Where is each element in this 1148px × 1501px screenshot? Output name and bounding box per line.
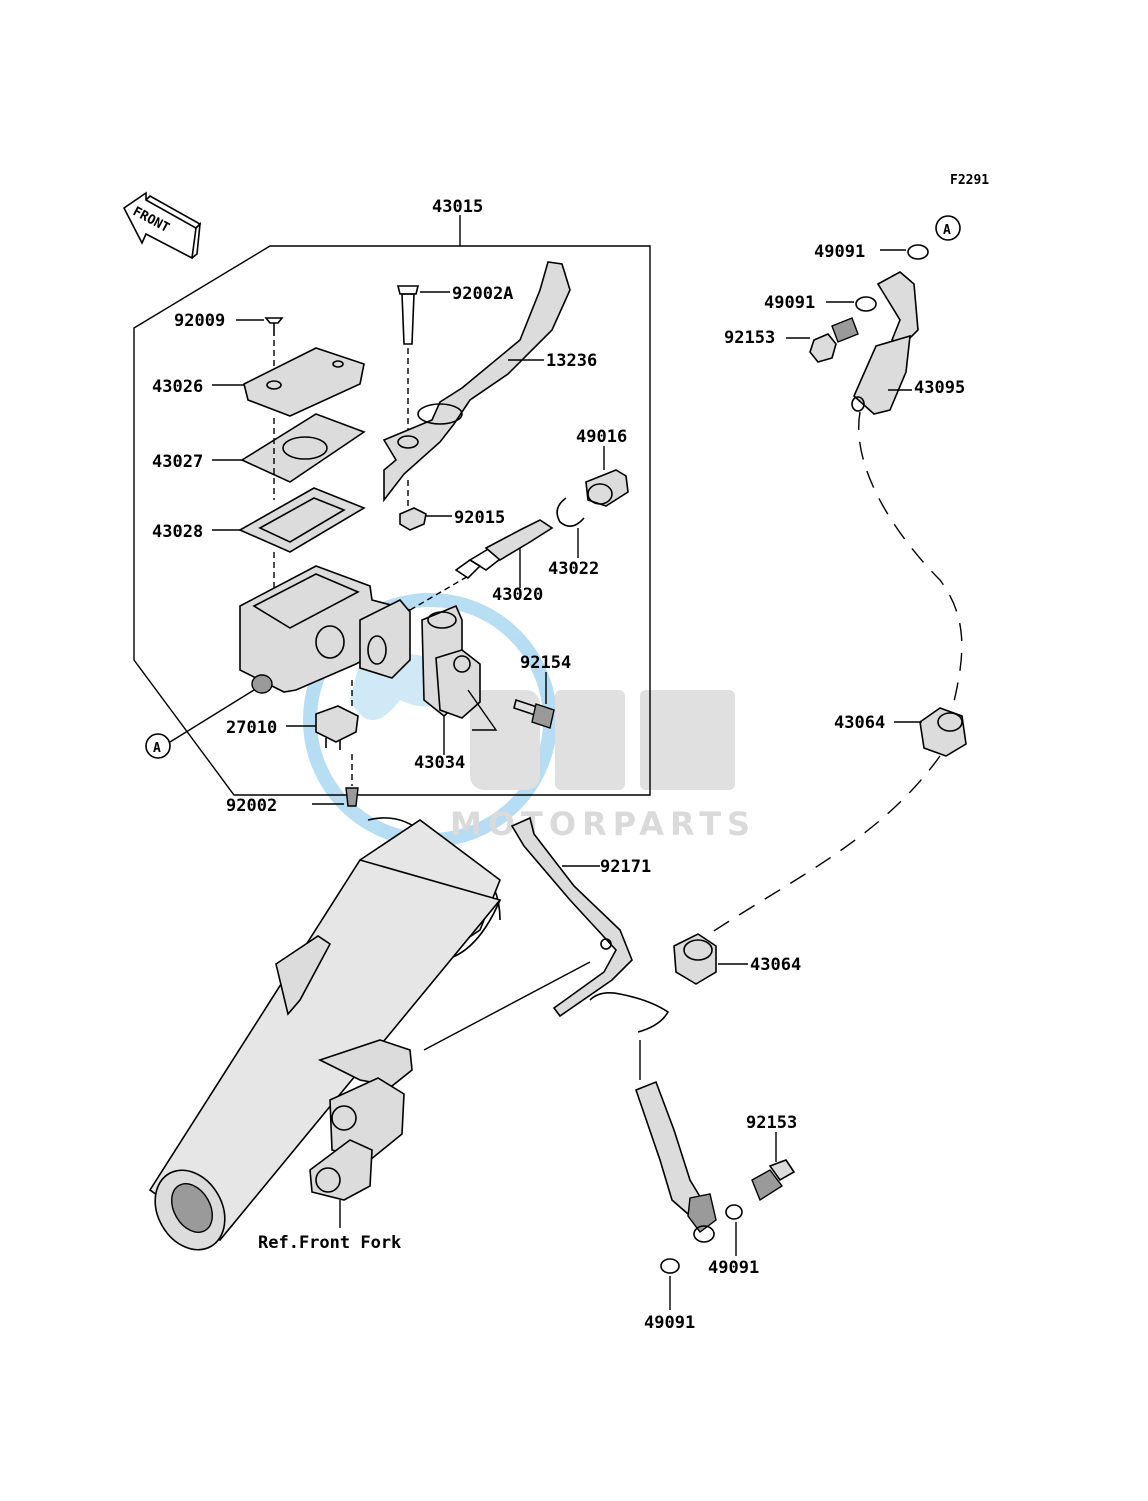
label-43027: 43027	[152, 452, 203, 472]
label-43028: 43028	[152, 522, 203, 542]
label-92002A: 92002A	[452, 284, 513, 304]
label-49091-b: 49091	[764, 293, 815, 313]
label-92153-b: 92153	[746, 1113, 797, 1133]
circlip-43022-icon	[556, 497, 585, 558]
bolt-92002A-icon	[396, 285, 450, 430]
label-92171: 92171	[600, 857, 651, 877]
label-49091-c: 49091	[708, 1258, 759, 1278]
label-43020: 43020	[492, 585, 543, 605]
label-43026: 43026	[152, 377, 203, 397]
label-43022: 43022	[548, 559, 599, 579]
hose-lower-icon	[634, 1040, 717, 1243]
label-43064-b: 43064	[750, 955, 801, 975]
lever-13236-icon	[382, 261, 571, 503]
label-92153-a: 92153	[724, 328, 775, 348]
label-92009: 92009	[174, 311, 225, 331]
assembly-frame	[133, 215, 651, 796]
grommet-43064-upper-icon	[699, 707, 967, 941]
ref-a-left	[145, 689, 255, 759]
ref-a-right-label: A	[943, 223, 951, 238]
screw-92002-icon	[312, 754, 359, 807]
washer-49091-second-icon	[826, 296, 877, 312]
ref-front-fork-label: Ref.Front Fork	[258, 1233, 401, 1253]
boot-49016-icon	[585, 446, 629, 507]
screw-92009-icon	[236, 317, 284, 368]
label-43064-a: 43064	[834, 713, 885, 733]
front-arrow-icon: FRONT	[122, 191, 202, 260]
label-13236: 13236	[546, 351, 597, 371]
ref-a-right	[935, 215, 961, 241]
figure-code: F2291	[950, 173, 989, 188]
hose-43095-icon	[851, 271, 963, 711]
washer-49091-top-icon	[880, 244, 929, 260]
diaphragm-plate-43027-icon	[212, 413, 366, 500]
banjo-bolt-92153-top-icon	[786, 317, 859, 363]
watermark-letter-e	[555, 690, 625, 790]
front-fork-icon	[148, 817, 591, 1251]
label-49016: 49016	[576, 427, 627, 447]
bracket-92171-icon	[510, 816, 670, 1033]
label-49091-a: 49091	[814, 242, 865, 262]
label-92015: 92015	[454, 508, 505, 528]
label-92154: 92154	[520, 653, 571, 673]
bolt-92154-icon	[513, 672, 555, 729]
piston-43020-icon	[454, 519, 554, 588]
grommet-43064-lower-icon	[673, 933, 748, 985]
watermark-letter-m	[640, 690, 735, 790]
label-92002: 92002	[226, 796, 277, 816]
clamp-43034-icon	[421, 604, 498, 755]
reservoir-cap-43026-icon	[212, 347, 365, 417]
label-49091-d: 49091	[644, 1313, 695, 1333]
watermark-letter-o	[470, 690, 540, 790]
washer-49091-bottom-left-icon	[660, 1258, 680, 1310]
ref-a-left-label: A	[153, 741, 161, 756]
washer-49091-bottom-right-icon	[725, 1204, 743, 1256]
label-43015: 43015	[432, 197, 483, 217]
label-43095: 43095	[914, 378, 965, 398]
switch-27010-icon	[286, 680, 359, 750]
label-27010: 27010	[226, 718, 277, 738]
banjo-bolt-92153-bottom-icon	[751, 1132, 796, 1202]
watermark-sub: MOTORPARTS	[450, 805, 756, 843]
label-43034: 43034	[414, 753, 465, 773]
master-cylinder-body-icon	[239, 565, 471, 694]
nut-92015-icon	[399, 480, 452, 531]
